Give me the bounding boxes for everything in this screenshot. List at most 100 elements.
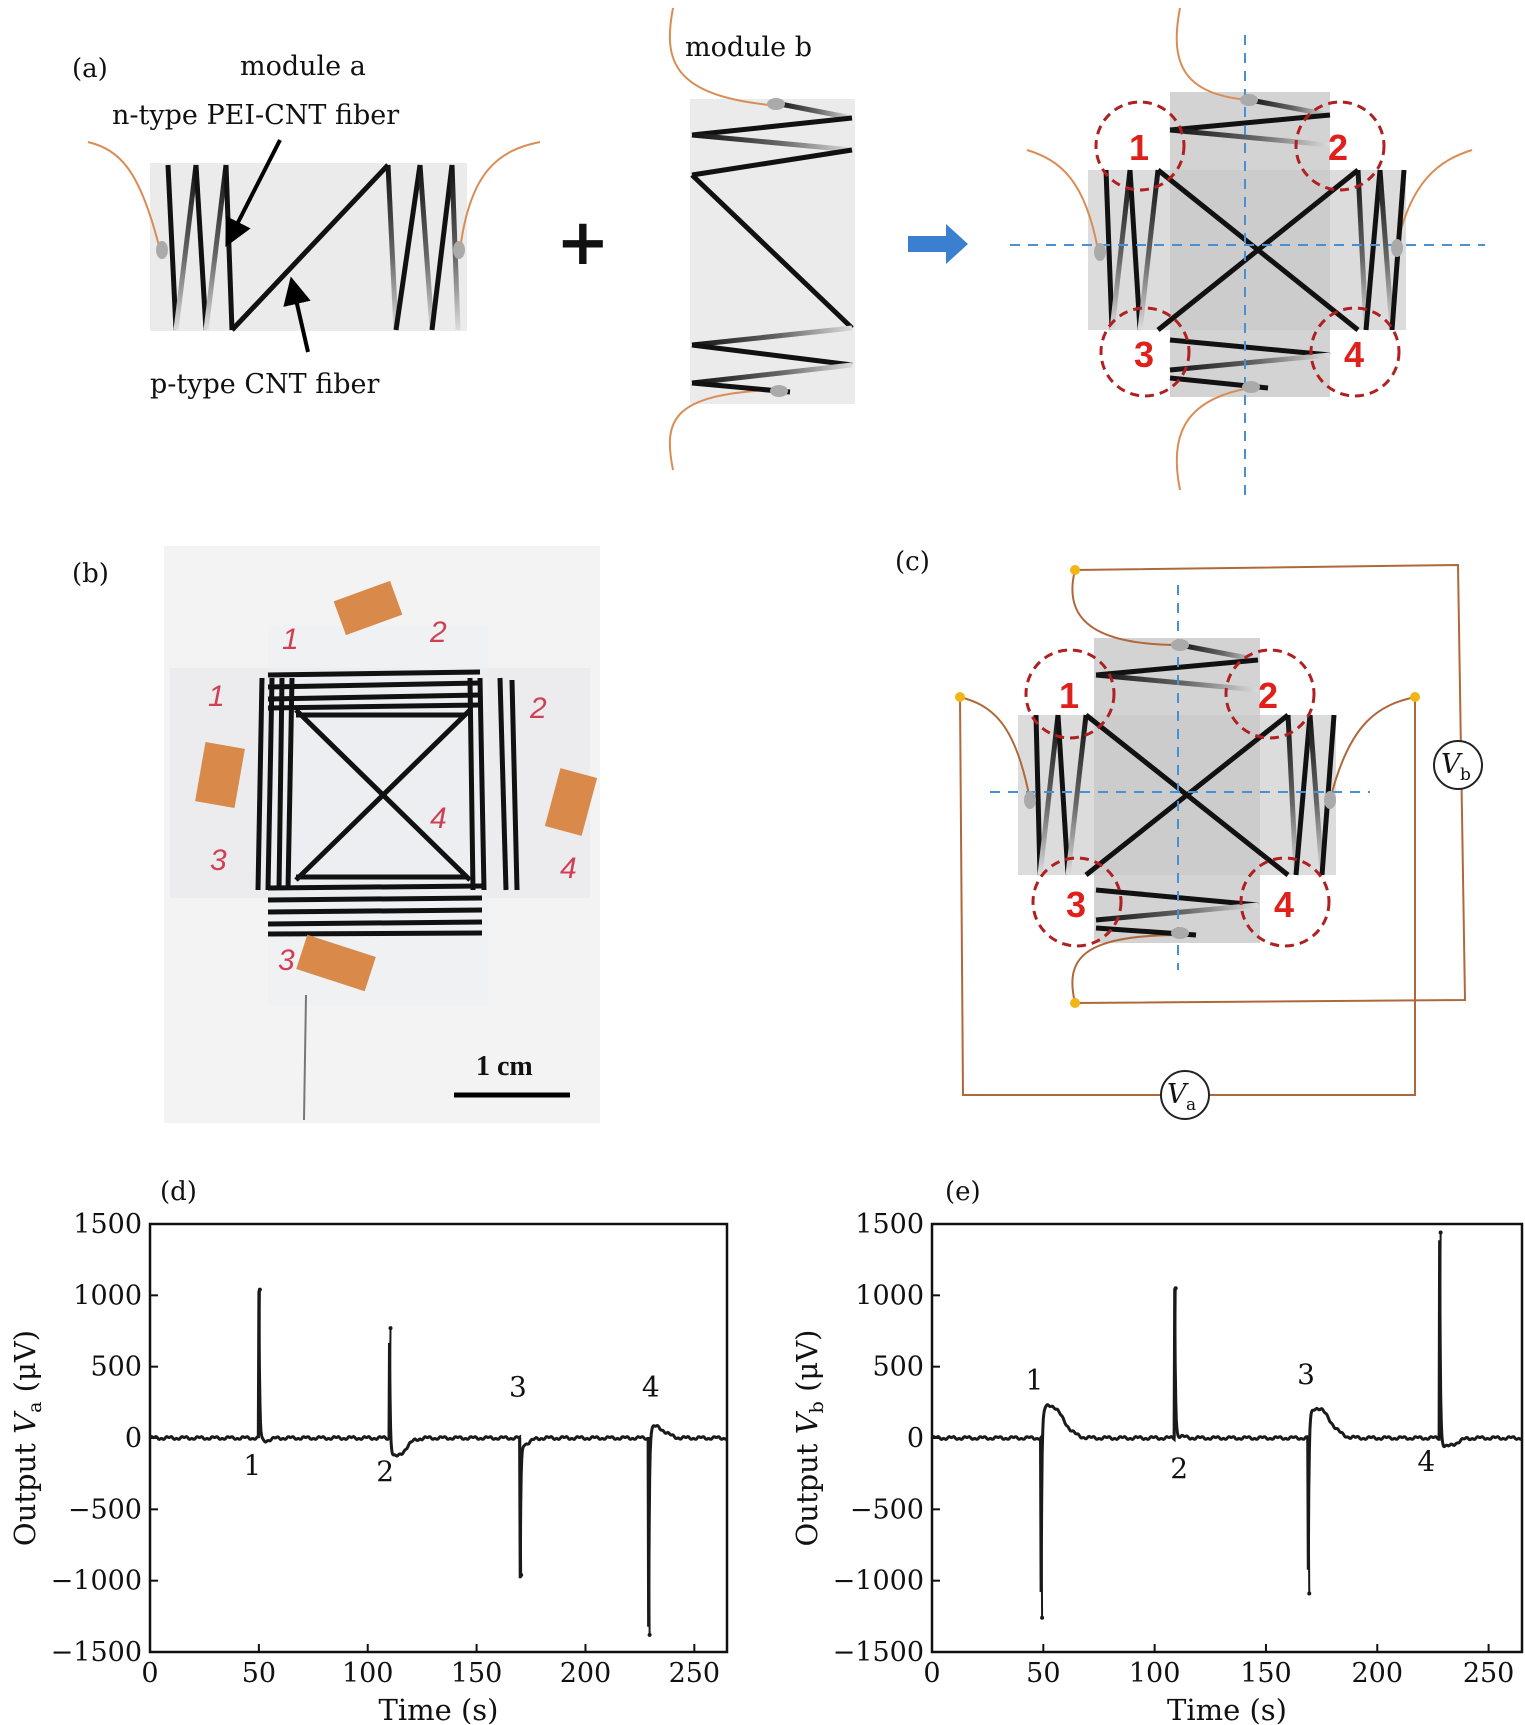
- panel-a: (a) module a n-type PEI-CNT fiber p-type…: [72, 7, 1485, 500]
- n-fiber-label: n-type PEI-CNT fiber: [112, 100, 399, 131]
- photo-marker-4: 4: [430, 802, 447, 835]
- x-tick-label: 250: [1463, 1658, 1515, 1689]
- circuit-circle-4: 4: [1274, 884, 1294, 925]
- spike-peak-point: [519, 1572, 524, 1577]
- combined-circle-3: 3: [1134, 334, 1154, 375]
- va-meter-symbol: V: [1167, 1079, 1189, 1110]
- y-tick-label: 500: [90, 1352, 142, 1383]
- vb-meter: V b: [1433, 740, 1483, 790]
- spike-mark: [1307, 1437, 1311, 1594]
- y-tick-label: 1500: [73, 1209, 142, 1240]
- circuit-circle-1: 1: [1059, 675, 1079, 716]
- y-tick-label: −1500: [833, 1637, 924, 1668]
- spike-peak-point: [1040, 1615, 1045, 1620]
- y-axis-label: Output Vb (μV): [790, 1330, 828, 1547]
- va-meter-subscript: a: [1186, 1095, 1196, 1115]
- spike-mark: [1173, 1288, 1177, 1439]
- event-annotation: 4: [642, 1371, 660, 1404]
- x-tick-label: 50: [242, 1658, 276, 1689]
- module-b-diagram: module b: [668, 7, 855, 471]
- event-annotation: 3: [1297, 1358, 1315, 1391]
- y-tick-label: −500: [68, 1494, 142, 1525]
- x-axis-label: Time (s): [1167, 1693, 1287, 1725]
- y-axis-label: Output Va (μV): [8, 1330, 46, 1546]
- x-tick-label: 250: [669, 1658, 721, 1689]
- combined-circle-1: 1: [1129, 127, 1149, 168]
- photo-marker-1: 1: [282, 623, 299, 656]
- panel-c: (c): [895, 547, 1483, 1120]
- x-axis-label: Time (s): [378, 1693, 498, 1725]
- x-tick-label: 150: [451, 1658, 503, 1689]
- spike-peak-point: [257, 1287, 262, 1292]
- vb-meter-subscript: b: [1460, 765, 1471, 785]
- panel-a-label: (a): [72, 54, 108, 84]
- spike-mark: [257, 1289, 261, 1439]
- y-tick-label: 500: [872, 1352, 924, 1383]
- y-tick-label: −1500: [51, 1637, 142, 1668]
- spike-mark: [519, 1437, 523, 1575]
- spike-peak-point: [1173, 1286, 1178, 1291]
- module-b-label: module b: [685, 32, 812, 63]
- spike-peak-point: [647, 1632, 652, 1637]
- right-arrow-icon: [908, 224, 968, 264]
- photo-marker-3: 3: [210, 844, 227, 877]
- y-tick-label: −1000: [51, 1566, 142, 1597]
- spike-mark: [1438, 1232, 1442, 1439]
- spike-mark: [388, 1328, 392, 1439]
- panel-c-label: (c): [895, 547, 930, 577]
- y-tick-label: 1000: [855, 1280, 924, 1311]
- x-tick-label: 100: [342, 1658, 394, 1689]
- event-annotation: 2: [1170, 1452, 1188, 1485]
- device-photo: 1 cm 1 2 1 2 3 4 4 3: [164, 546, 600, 1123]
- panel-e-label: (e): [945, 1177, 981, 1207]
- event-annotation: 4: [1417, 1445, 1435, 1478]
- x-tick-label: 0: [141, 1658, 158, 1689]
- spike-peak-point: [388, 1326, 393, 1331]
- y-tick-label: −1000: [833, 1566, 924, 1597]
- x-tick-label: 200: [560, 1658, 612, 1689]
- spike-peak-point: [1307, 1591, 1312, 1596]
- y-tick-label: 1000: [73, 1280, 142, 1311]
- module-a-diagram: [87, 139, 541, 353]
- combined-circle-4: 4: [1344, 334, 1364, 375]
- panel-b-label: (b): [72, 559, 109, 589]
- event-annotation: 1: [1026, 1363, 1044, 1396]
- event-annotation: 3: [509, 1371, 527, 1404]
- y-tick-label: 0: [907, 1423, 924, 1454]
- spike-peak-point: [1438, 1230, 1443, 1235]
- circuit-circle-2: 2: [1258, 675, 1278, 716]
- p-fiber-label: p-type CNT fiber: [150, 369, 380, 400]
- panel-b: (b): [72, 546, 600, 1123]
- scale-bar-label: 1 cm: [476, 1051, 533, 1082]
- photo-marker-2: 2: [429, 616, 447, 649]
- combined-circle-2: 2: [1328, 127, 1348, 168]
- chart-d: 0 50 100 150 200 250 −1500 −1000 −500 0 500 1000 150…: [8, 1209, 729, 1725]
- x-tick-label: 150: [1240, 1658, 1292, 1689]
- event-annotation: 1: [243, 1449, 261, 1482]
- photo-marker-4b: 4: [560, 852, 577, 885]
- module-a-label: module a: [240, 51, 366, 82]
- spike-mark: [1040, 1437, 1044, 1618]
- combined-module-diagram: 1 2 3 4: [1010, 7, 1485, 500]
- y-tick-label: −500: [850, 1494, 924, 1525]
- event-annotation: 2: [376, 1455, 394, 1488]
- x-tick-label: 0: [923, 1658, 940, 1689]
- signal-line: [930, 1240, 1523, 1593]
- photo-marker-2b: 2: [529, 692, 547, 725]
- panel-d-label: (d): [160, 1177, 197, 1207]
- y-tick-label: 0: [125, 1423, 142, 1454]
- spike-mark: [647, 1437, 651, 1635]
- circuit-circle-3: 3: [1066, 884, 1086, 925]
- photo-marker-1b: 1: [208, 680, 225, 713]
- x-tick-label: 50: [1026, 1658, 1060, 1689]
- photo-marker-3b: 3: [278, 944, 295, 977]
- y-tick-label: 1500: [855, 1209, 924, 1240]
- plus-symbol: +: [556, 206, 610, 280]
- circuit-diagram: 1 2 3 4 V b V a: [955, 563, 1483, 1120]
- va-meter: V a: [1160, 1070, 1210, 1120]
- vb-meter-symbol: V: [1441, 749, 1463, 780]
- signal-line: [148, 1290, 728, 1627]
- x-tick-label: 100: [1129, 1658, 1181, 1689]
